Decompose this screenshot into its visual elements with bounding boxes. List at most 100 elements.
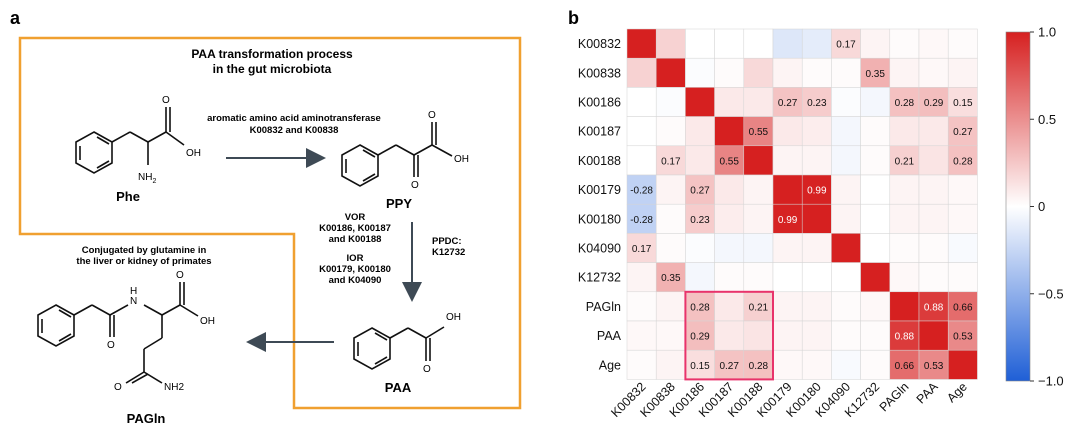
heatmap-cell [685, 87, 715, 117]
heatmap-cell [714, 262, 745, 293]
heatmap-cell [743, 262, 774, 293]
heatmap-cell [772, 291, 803, 322]
heatmap-cell [918, 203, 949, 234]
column-label: PAA [914, 379, 941, 406]
vor-label-line1: VOR [345, 212, 366, 223]
aminotransferase-label-line1: aromatic amino acid aminotransferase [207, 113, 381, 124]
heatmap-cell [685, 116, 715, 147]
heatmap-cell [801, 174, 832, 205]
cell-value-label: 0.28 [895, 98, 915, 109]
pagln-o-amide-atom: O [107, 340, 115, 351]
cell-value-label: 0.99 [778, 215, 798, 226]
row-label: Age [599, 358, 621, 372]
heatmap-cell [626, 291, 657, 322]
heatmap-cell [655, 320, 686, 351]
heatmap-cell [947, 262, 978, 293]
heatmap-cell [714, 320, 745, 351]
pagln-o-acid-atom: O [176, 270, 184, 281]
cell-value-label: 0.88 [924, 302, 944, 313]
heatmap-cell [626, 320, 657, 351]
pagln-n-atom: N [130, 296, 137, 307]
heatmap-cell [947, 145, 978, 176]
heatmap-cell [918, 116, 949, 147]
heatmap-cell [743, 28, 774, 59]
cell-value-label: 0.17 [836, 40, 856, 51]
heatmap-cell [714, 87, 745, 117]
cell-value-label: 0.23 [690, 215, 710, 226]
heatmap-cell [918, 174, 949, 205]
phe-o-atom: O [162, 95, 170, 106]
ppy-o-bottom-atom: O [411, 180, 419, 191]
heatmap-cell [860, 57, 891, 88]
heatmap-cell [860, 203, 891, 234]
heatmap-cell [743, 203, 774, 234]
cell-value-label: 0.28 [690, 302, 710, 313]
heatmap-cell [918, 145, 949, 176]
heatmap-cell [655, 203, 686, 234]
ppy-label: PPY [386, 196, 412, 211]
heatmap-cell [801, 87, 832, 117]
heatmap-cell [714, 233, 745, 263]
cell-value-label: 0.17 [661, 156, 681, 167]
pagln-nh2-atom: NH2 [164, 382, 184, 393]
heatmap-cell [772, 203, 803, 234]
column-label: Age [944, 380, 970, 406]
heatmap-cell [685, 174, 715, 205]
heatmap-cell [685, 233, 715, 263]
paa-structure [353, 326, 445, 370]
aminotransferase-label-line2: K00832 and K00838 [250, 125, 339, 136]
row-label: K00180 [578, 212, 621, 226]
heatmap-cell [947, 28, 978, 59]
heatmap-cell [772, 349, 803, 380]
column-labels: K00832K00838K00186K00187K00188K00179K001… [608, 379, 970, 420]
heatmap-cell [947, 57, 978, 88]
highlight-box [684, 290, 774, 381]
conjugation-label-line1: Conjugated by glutamine in [82, 245, 207, 256]
panel-a-label: a [10, 8, 21, 28]
heatmap-cell [801, 262, 832, 293]
cell-value-label: 0.21 [895, 156, 915, 167]
phe-structure [75, 107, 185, 174]
ppy-structure [341, 122, 453, 187]
heatmap-cell [714, 291, 745, 322]
heatmap-cell [714, 349, 745, 380]
heatmap-cell [655, 233, 686, 263]
heatmap-cell [918, 28, 949, 59]
row-label: K00179 [578, 183, 621, 197]
heatmap-cell [714, 28, 745, 59]
ior-label-line3: and K04090 [329, 275, 382, 286]
heatmap-cell [831, 145, 861, 176]
heatmap-cell [860, 145, 891, 176]
ppy-o-top-atom: O [428, 110, 436, 121]
cell-value-label: 0.27 [719, 361, 739, 372]
phe-oh-atom: OH [186, 148, 201, 159]
phe-nh2-atom: NH2 [138, 172, 156, 185]
heatmap-cell [831, 28, 861, 59]
conjugation-label-line2: the liver or kidney of primates [76, 256, 211, 267]
cell-value-label: 0.99 [807, 186, 827, 197]
cell-value-label: 0.27 [953, 127, 973, 138]
heatmap-cell [889, 116, 920, 147]
paa-label: PAA [385, 380, 412, 395]
pagln-o-side-atom: O [114, 382, 122, 393]
row-label: PAGln [586, 300, 621, 314]
heatmap-cell [743, 174, 774, 205]
heatmap-cell [655, 349, 686, 380]
heatmap-cell [831, 57, 861, 88]
heatmap-cell [947, 291, 978, 322]
heatmap-cell [743, 145, 774, 176]
heatmap-cell [626, 233, 657, 263]
heatmap-cell [947, 116, 978, 147]
heatmap-cell [655, 87, 686, 117]
heatmap-cell [714, 174, 745, 205]
heatmap-cell [860, 174, 891, 205]
row-label: K00832 [578, 37, 621, 51]
heatmap-cell [860, 320, 891, 351]
heatmap-cell [801, 233, 832, 263]
heatmap-cell [626, 57, 657, 88]
heatmap-cell [772, 262, 803, 293]
heatmap-cells [626, 28, 978, 380]
heatmap-cell [801, 145, 832, 176]
